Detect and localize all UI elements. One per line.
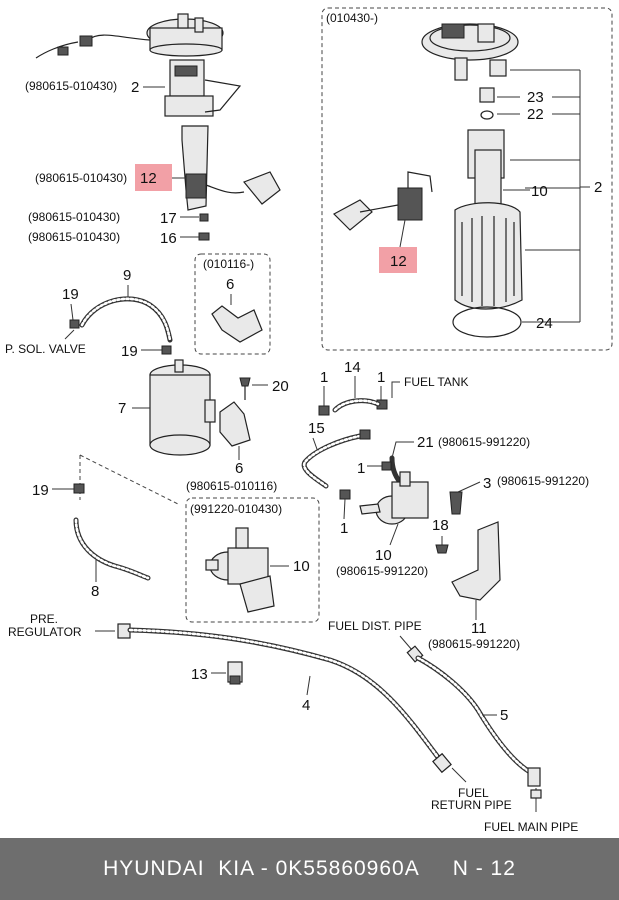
valve-10-main xyxy=(359,471,429,525)
part-number-1c: 1 xyxy=(357,460,365,477)
part-number-24: 24 xyxy=(536,315,553,332)
fuel-pump-module-right xyxy=(333,23,523,338)
part-number-6b: 6 xyxy=(235,460,243,477)
part-number-9: 9 xyxy=(123,267,131,284)
highlight-12b xyxy=(379,247,417,273)
box-010430-title: (010430-) xyxy=(326,11,378,25)
part-number-20: 20 xyxy=(272,378,289,395)
canister-7 xyxy=(149,359,216,456)
code-label-17: (980615-010430) xyxy=(28,210,120,224)
bracket-11 xyxy=(451,521,501,601)
part-number-12b: 12 xyxy=(390,253,407,270)
part-number-4: 4 xyxy=(302,697,310,714)
label-fuel-return-2: RETURN PIPE xyxy=(431,798,512,812)
fuel-system-diagram: (980615-010430) 2 (980615-010430) 12 (98… xyxy=(5,7,613,834)
part-number-15: 15 xyxy=(308,420,325,437)
part-number-18: 18 xyxy=(432,517,449,534)
label-fuel-tank: FUEL TANK xyxy=(404,375,468,389)
code-label-16: (980615-010430) xyxy=(28,230,120,244)
part-number-5: 5 xyxy=(500,707,508,724)
bracket-6a xyxy=(211,305,263,343)
label-fuel-main-pipe: FUEL MAIN PIPE xyxy=(484,820,578,834)
part-number-1d: 1 xyxy=(340,520,348,537)
box-991220-010430 xyxy=(185,497,320,623)
part-number-8: 8 xyxy=(91,583,99,600)
code-label-3: (980615-991220) xyxy=(497,474,589,488)
part-number-3: 3 xyxy=(483,475,491,492)
part-number-16: 16 xyxy=(160,230,177,247)
part-number-1b: 1 xyxy=(377,369,385,386)
fuel-pump-module-left xyxy=(35,13,281,241)
part-number-21: 21 xyxy=(417,434,434,451)
label-fuel-dist-pipe: FUEL DIST. PIPE xyxy=(328,619,422,633)
code-label-11: (980615-991220) xyxy=(428,637,520,651)
part-number-19a: 19 xyxy=(62,286,79,303)
label-pre-regulator-2: REGULATOR xyxy=(8,625,82,639)
part-number-11: 11 xyxy=(471,620,487,637)
part-number-17: 17 xyxy=(160,210,177,227)
code-label-2a: (980615-010430) xyxy=(25,79,117,93)
part-number-19b: 19 xyxy=(121,343,138,360)
bracket-6b xyxy=(219,401,251,447)
highlight-12a xyxy=(135,164,172,191)
part-number-2b: 2 xyxy=(594,179,602,196)
footer-bar: HYUNDAI KIA - 0K55860960A N - 12 xyxy=(0,838,619,900)
part-number-19c: 19 xyxy=(32,482,49,499)
part-number-22: 22 xyxy=(527,106,544,123)
part-number-10c: 10 xyxy=(293,558,310,575)
part-number-10a: 10 xyxy=(531,183,548,200)
box-010430 xyxy=(321,7,613,351)
part-number-10b: 10 xyxy=(375,547,392,564)
footer-part-number: HYUNDAI KIA - 0K55860960A N - 12 xyxy=(103,857,516,880)
code-label-10b: (980615-991220) xyxy=(336,564,428,578)
part-number-7: 7 xyxy=(118,400,126,417)
box-010116-title: (010116-) xyxy=(203,257,254,271)
part-number-13: 13 xyxy=(191,666,208,683)
code-label-21: (980615-991220) xyxy=(438,435,530,449)
valve-10-boxed xyxy=(205,527,275,613)
code-label-6b: (980615-010116) xyxy=(186,479,277,493)
label-fuel-return-1: FUEL xyxy=(458,786,489,800)
part-number-23: 23 xyxy=(527,89,544,106)
box-991220-010430-title: (991220-010430) xyxy=(190,502,282,516)
part-number-14: 14 xyxy=(344,359,361,376)
code-label-12a: (980615-010430) xyxy=(35,171,127,185)
part-number-1a: 1 xyxy=(320,369,328,386)
part-number-12a: 12 xyxy=(140,170,157,187)
label-p-sol-valve: P. SOL. VALVE xyxy=(5,342,86,356)
label-pre-regulator-1: PRE. xyxy=(30,612,58,626)
part-number-6a: 6 xyxy=(226,276,234,293)
part-number-2a: 2 xyxy=(131,79,139,96)
box-010116 xyxy=(194,253,271,355)
